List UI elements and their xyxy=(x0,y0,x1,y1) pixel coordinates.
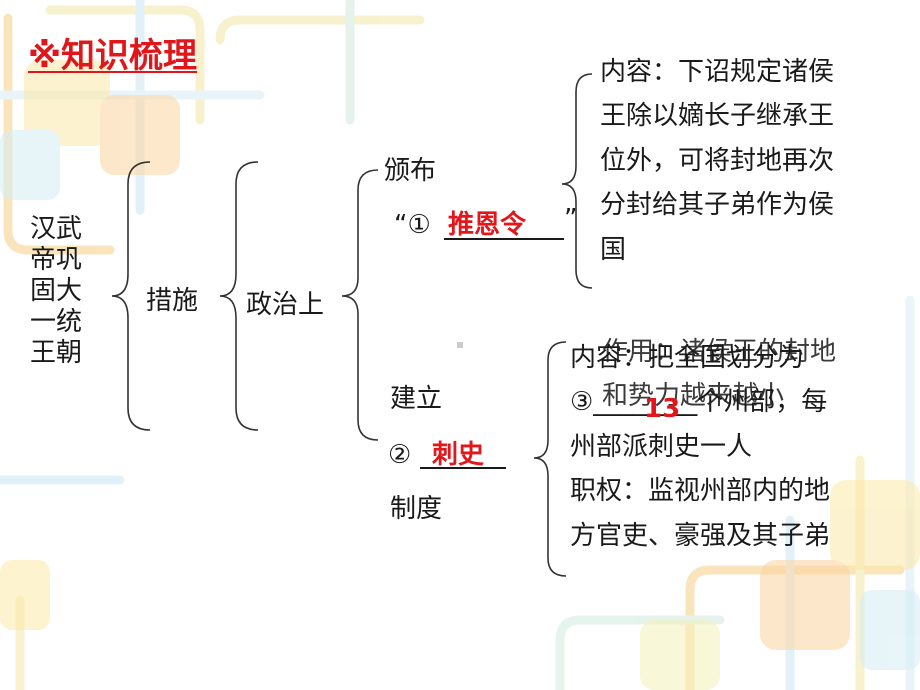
page-title: ※知识梳理 xyxy=(28,36,198,76)
root-line: 一统 xyxy=(30,307,83,337)
overlap-line: 作用：诸侯王的封地 xyxy=(602,337,837,367)
content-line: ③________个州部，每 xyxy=(570,387,828,418)
branch-b-line3: 制度 xyxy=(390,494,443,524)
root-line: 帝巩 xyxy=(30,245,83,275)
root-line: 汉武 xyxy=(30,214,83,244)
level1-label: 措施 xyxy=(146,286,199,316)
answer-3: 13 xyxy=(644,394,681,424)
branch-a-quote-close: ” xyxy=(564,204,578,234)
content-line: 王除以嫡长子继承王 xyxy=(600,101,835,132)
answer-2-blank xyxy=(420,467,506,469)
overlap-line: 和势力越来越小 xyxy=(602,381,785,412)
branch-b-line1: 建立 xyxy=(390,384,443,414)
content-line: 国 xyxy=(600,234,627,265)
level2-label: 政治上 xyxy=(246,290,325,320)
answer-2: 刺史 xyxy=(432,440,485,470)
root-line: 王朝 xyxy=(30,338,83,368)
content-line: 州部派刺史一人 xyxy=(570,431,753,462)
content-line: 内容：把全国划分为 xyxy=(570,343,805,373)
branch-a-quote-open: “① xyxy=(394,210,431,240)
branch-b-overlap: 作用：诸侯王的封地 和势力越来越小 xyxy=(602,330,892,419)
content-line: 职权：监视州部内的地 xyxy=(570,476,831,507)
branch-b-num: ② xyxy=(388,440,412,470)
root-topic: 汉武 帝巩 固大 一统 王朝 xyxy=(30,214,82,369)
root-line: 固大 xyxy=(30,276,83,306)
content-line: 分封给其子弟作为侯 xyxy=(600,190,835,221)
content-line: 位外，可将封地再次 xyxy=(600,145,835,176)
answer-1: 推恩令 xyxy=(448,210,527,240)
content-line: 内容：下诏规定诸侯 xyxy=(600,57,835,87)
branch-a-line1: 颁布 xyxy=(384,156,437,186)
content-line: 方官吏、豪强及其子弟 xyxy=(570,520,831,551)
branch-b-content: 内容：把全国划分为 ③________个州部，每 州部派刺史一人 职权：监视州部… xyxy=(570,336,880,558)
branch-a-content: 内容：下诏规定诸侯 王除以嫡长子继承王 位外，可将封地再次 分封给其子弟作为侯 … xyxy=(600,50,890,272)
answer-1-blank xyxy=(444,238,564,240)
